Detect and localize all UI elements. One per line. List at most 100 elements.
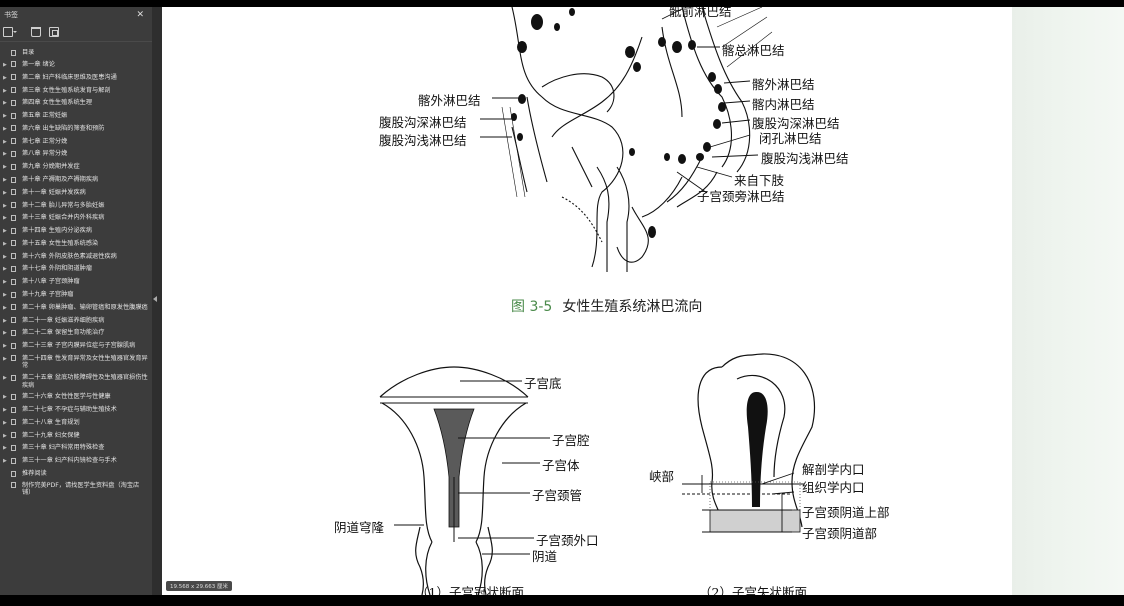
bookmark-item[interactable]: ▶第十八章 子宫颈肿瘤 (0, 276, 152, 289)
label-vagina: 阴道 (532, 549, 558, 564)
expand-arrow-icon[interactable]: ▶ (3, 228, 7, 235)
sidebar-splitter[interactable] (152, 7, 162, 595)
bookmark-item[interactable]: 推荐阅读 (0, 468, 152, 480)
expand-arrow-icon[interactable]: ▶ (3, 87, 7, 94)
bookmark-item[interactable]: ▶第十三章 妊娠合并内外科疾病 (0, 212, 152, 225)
expand-arrow-icon[interactable]: ▶ (3, 375, 7, 382)
label-anatomic-os: 解剖学内口 (802, 462, 865, 477)
bookmark-item[interactable]: ▶ 第七章 正常分娩 (0, 135, 152, 148)
label-sacral-nodes: 骶前淋巴结 (669, 7, 732, 19)
bookmark-item[interactable]: ▶第二章 妇产科临床思维及医患沟通 (0, 72, 152, 85)
bookmark-label: 第二十八章 生育规划 (22, 418, 80, 426)
bookmark-item[interactable]: ▶第十九章 子宫肿瘤 (0, 289, 152, 302)
expand-arrow-icon[interactable]: ▶ (3, 432, 7, 439)
bookmark-icon (11, 482, 16, 489)
bookmark-label: 第九章 分娩期并发症 (22, 163, 80, 171)
bookmark-item[interactable]: 制作完美PDF，请找医学生资料盘（淘宝店铺） (0, 480, 152, 499)
expand-arrow-icon[interactable]: ▶ (3, 253, 7, 260)
expand-arrow-icon[interactable]: ▶ (3, 125, 7, 132)
expand-arrow-icon[interactable]: ▶ (3, 240, 7, 247)
bookmark-item[interactable]: ▶第十七章 外阴和阴道肿瘤 (0, 263, 152, 276)
bookmark-item[interactable]: ▶ 第九章 分娩期并发症 (0, 161, 152, 174)
expand-arrow-icon[interactable]: ▶ (3, 292, 7, 299)
expand-arrow-icon[interactable]: ▶ (3, 113, 7, 120)
label-external-iliac-right: 髂外淋巴结 (752, 77, 815, 92)
bookmark-item[interactable]: ▶第二十二章 保留生育功能治疗 (0, 327, 152, 340)
bookmark-item[interactable]: ▶第二十五章 盆底功能障碍性及生殖器官损伤性疾病 (0, 372, 152, 391)
expand-arrow-icon[interactable]: ▶ (3, 304, 7, 311)
bookmark-item[interactable]: ▶第三十章 妇产科常用特殊检查 (0, 442, 152, 455)
expand-arrow-icon[interactable]: ▶ (3, 151, 7, 158)
bookmark-item[interactable]: ▶第二十六章 女性性医学与性健康 (0, 391, 152, 404)
expand-arrow-icon[interactable]: ▶ (3, 202, 7, 209)
expand-arrow-icon[interactable]: ▶ (3, 317, 7, 324)
bookmark-item[interactable]: ▶第六章 出生缺陷的筛查和预防 (0, 123, 152, 136)
bookmark-icon (11, 374, 16, 381)
label-cavity: 子宫腔 (552, 433, 590, 448)
bookmark-label: 第七章 正常分娩 (22, 137, 68, 145)
expand-arrow-icon[interactable]: ▶ (3, 266, 7, 273)
delete-bookmark-icon[interactable] (31, 27, 41, 37)
figure-title: 女性生殖系统淋巴流向 (562, 299, 703, 315)
bookmark-label: 第二十九章 妇女保健 (22, 431, 80, 439)
expand-arrow-icon[interactable]: ▶ (3, 74, 7, 81)
close-icon[interactable]: ✕ (136, 10, 144, 20)
bookmark-item[interactable]: ▶第三章 女性生殖系统发育与解剖 (0, 84, 152, 97)
bookmark-item[interactable]: ▶第二十一章 妊娠滋养细胞疾病 (0, 314, 152, 327)
label-paracervical: 子宫颈旁淋巴结 (697, 189, 785, 204)
label-body: 子宫体 (542, 458, 580, 473)
coronal-caption: （1）子宫冠状断面 (416, 585, 524, 595)
label-isthmus: 峡部 (649, 469, 675, 484)
expand-arrow-icon[interactable]: ▶ (3, 164, 7, 171)
bookmark-item[interactable]: ▶第二十四章 性发育异常及女性生殖器官发育异常 (0, 353, 152, 372)
bookmark-item[interactable]: ▶第十五章 女性生殖系统感染 (0, 238, 152, 251)
view-options-icon[interactable] (3, 27, 17, 37)
bookmark-label: 第五章 正常妊娠 (22, 112, 68, 120)
expand-arrow-icon[interactable]: ▶ (3, 407, 7, 414)
bookmark-item[interactable]: ▶第二十三章 子宫内膜异位症与子宫腺肌病 (0, 340, 152, 353)
sagittal-cavity (746, 391, 768, 507)
expand-arrow-icon[interactable]: ▶ (3, 61, 7, 68)
bookmark-sidebar: 书签 ✕ 目录▶第一章 绪论▶第二章 妇产科临床思维及医患沟通▶第三章 女性生殖… (0, 7, 1012, 602)
label-external-os: 子宫颈外口 (536, 533, 599, 548)
collapse-sidebar-icon[interactable] (153, 296, 157, 302)
sagittal-leaders (682, 472, 804, 533)
label-external-iliac-left: 髂外淋巴结 (418, 93, 481, 108)
bookmark-icon (11, 61, 16, 68)
expand-arrow-icon[interactable]: ▶ (3, 279, 7, 286)
expand-arrow-icon[interactable]: ▶ (3, 215, 7, 222)
bookmark-properties-icon[interactable] (49, 27, 59, 37)
bookmark-item[interactable]: ▶第三十一章 妇产科内镜检查与手术 (0, 455, 152, 468)
bookmark-item[interactable]: ▶第十四章 生殖内分泌疾病 (0, 225, 152, 238)
bookmark-item[interactable]: ▶ 第二十八章 生育规划 (0, 417, 152, 430)
bookmark-item[interactable]: ▶ 第二十九章 妇女保健 (0, 429, 152, 442)
bookmark-item[interactable]: ▶第二十七章 不孕症与辅助生殖技术 (0, 404, 152, 417)
bookmark-icon (11, 444, 16, 451)
bookmark-icon (11, 342, 16, 349)
expand-arrow-icon[interactable]: ▶ (3, 100, 7, 107)
expand-arrow-icon[interactable]: ▶ (3, 189, 7, 196)
expand-arrow-icon[interactable]: ▶ (3, 343, 7, 350)
expand-arrow-icon[interactable]: ▶ (3, 355, 7, 362)
bookmark-item[interactable]: ▶第一章 绪论 (0, 59, 152, 72)
expand-arrow-icon[interactable]: ▶ (3, 445, 7, 452)
bookmark-item[interactable]: ▶第十一章 妊娠并发疾病 (0, 187, 152, 200)
expand-arrow-icon[interactable]: ▶ (3, 394, 7, 401)
expand-arrow-icon[interactable]: ▶ (3, 177, 7, 183)
bookmark-icon (11, 432, 16, 439)
bookmark-item[interactable]: ▶第二十章 卵巢肿瘤、输卵管癌和原发性腹膜癌 (0, 302, 152, 315)
sidebar-title: 书签 (4, 11, 18, 19)
bookmark-item[interactable]: ▶第四章 女性生殖系统生理 (0, 97, 152, 110)
bookmark-item[interactable]: 目录 (0, 47, 152, 59)
expand-arrow-icon[interactable]: ▶ (3, 419, 7, 426)
expand-arrow-icon[interactable]: ▶ (3, 330, 7, 337)
bookmark-item[interactable]: ▶第十六章 外阴皮肤色素减退性疾病 (0, 251, 152, 264)
bookmark-item[interactable]: ▶ 第五章 正常妊娠 (0, 110, 152, 123)
expand-arrow-icon[interactable]: ▶ (3, 458, 7, 465)
bookmark-item[interactable]: ▶第十章 产褥期及产褥期疾病 (0, 174, 152, 187)
bookmark-icon (11, 202, 16, 209)
bookmark-item[interactable]: ▶第八章 异常分娩 (0, 148, 152, 161)
bottom-bar (0, 595, 1124, 606)
expand-arrow-icon[interactable]: ▶ (3, 138, 7, 145)
bookmark-item[interactable]: ▶第十二章 胎儿异常与多胎妊娠 (0, 199, 152, 212)
